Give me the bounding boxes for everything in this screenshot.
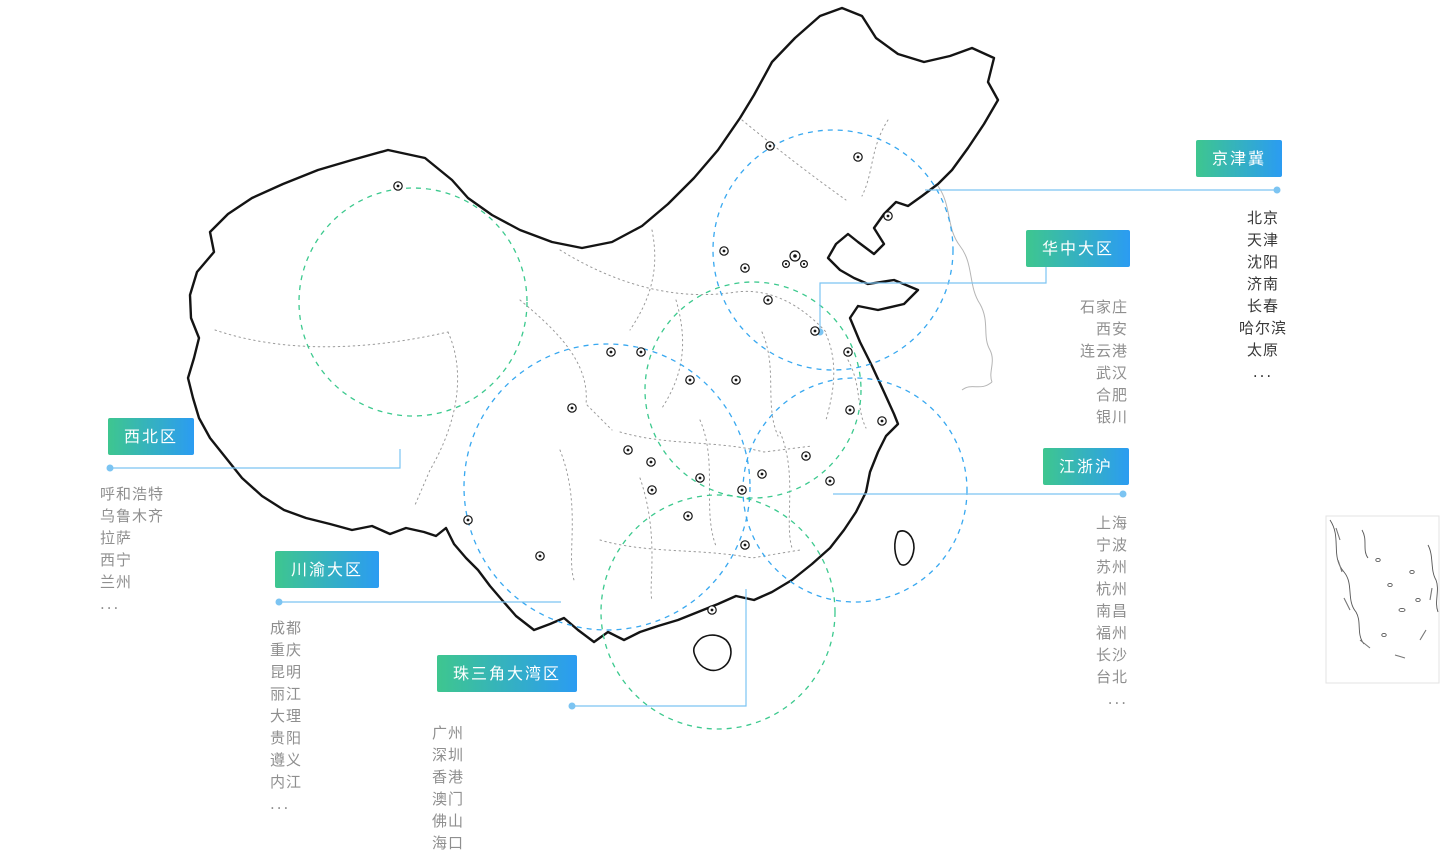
city-item: 武汉 bbox=[1095, 364, 1128, 382]
city-item: 北京 bbox=[1246, 209, 1279, 227]
city-item: 重庆 bbox=[270, 641, 303, 659]
city-item: 乌鲁木齐 bbox=[100, 507, 165, 525]
city-item: 成都 bbox=[270, 619, 303, 637]
region-badge-zhusanjiao[interactable]: 珠三角大湾区 bbox=[437, 655, 578, 692]
city-item: 澳门 bbox=[432, 790, 465, 808]
city-item: 贵阳 bbox=[270, 729, 303, 747]
region-badge-huazhong[interactable]: 华中大区 bbox=[1026, 230, 1131, 267]
city-item: 丽江 bbox=[270, 685, 303, 703]
city-item: 佛山 bbox=[432, 812, 465, 830]
region-badge-chuanyu[interactable]: 川渝大区 bbox=[275, 551, 380, 588]
city-list-xibei: 呼和浩特乌鲁木齐拉萨西宁兰州... bbox=[100, 483, 240, 615]
city-item: 宁波 bbox=[1095, 536, 1128, 554]
south-china-sea-inset bbox=[1325, 515, 1440, 684]
city-item: 昆明 bbox=[270, 663, 303, 681]
hainan-island bbox=[692, 634, 732, 672]
city-item: 银川 bbox=[1095, 408, 1128, 426]
city-item: 合肥 bbox=[1095, 386, 1128, 404]
city-list-jingjinji: 北京天津沈阳济南长春哈尔滨太原... bbox=[1197, 207, 1329, 383]
city-list-jiangzhehu: 上海宁波苏州杭州南昌福州长沙台北... bbox=[1000, 512, 1128, 710]
city-item: 石家庄 bbox=[1079, 298, 1128, 316]
city-item: ... bbox=[270, 795, 291, 813]
city-list-zhusanjiao: 广州深圳香港澳门佛山海口... bbox=[432, 722, 572, 868]
city-item: 遵义 bbox=[270, 751, 303, 769]
city-markers bbox=[393, 141, 893, 615]
city-item: 沈阳 bbox=[1246, 253, 1279, 271]
city-item: 济南 bbox=[1246, 275, 1279, 293]
city-item: 太原 bbox=[1246, 341, 1279, 359]
city-item: 连云港 bbox=[1079, 342, 1128, 360]
city-item: 呼和浩特 bbox=[100, 485, 165, 503]
city-list-huazhong: 石家庄西安连云港武汉合肥银川 bbox=[1000, 296, 1128, 428]
city-item: 拉萨 bbox=[100, 529, 133, 547]
city-item: 香港 bbox=[432, 768, 465, 786]
city-item: 长春 bbox=[1246, 297, 1279, 315]
city-item: 福州 bbox=[1095, 624, 1128, 642]
city-item: 内江 bbox=[270, 773, 303, 791]
city-item: ... bbox=[1252, 363, 1274, 381]
city-item: ... bbox=[1107, 690, 1128, 708]
city-item: 杭州 bbox=[1095, 580, 1128, 598]
city-item: 大理 bbox=[270, 707, 303, 725]
region-badge-xibei[interactable]: 西北区 bbox=[108, 418, 195, 455]
connector-lines bbox=[106, 186, 1281, 710]
region-badge-jiangzhehu[interactable]: 江浙沪 bbox=[1043, 448, 1130, 485]
circle-jingjinji bbox=[712, 129, 954, 371]
city-item: 哈尔滨 bbox=[1238, 319, 1287, 337]
city-item: 天津 bbox=[1246, 231, 1279, 249]
city-item: 苏州 bbox=[1095, 558, 1128, 576]
city-item: 南昌 bbox=[1095, 602, 1128, 620]
city-item: 台北 bbox=[1095, 668, 1128, 686]
circle-zhusanjiao bbox=[600, 494, 836, 730]
circle-chuanyu bbox=[463, 343, 751, 631]
region-circles bbox=[298, 129, 968, 730]
province-borders bbox=[214, 119, 889, 601]
city-item: ... bbox=[100, 595, 121, 613]
city-item: 西宁 bbox=[100, 551, 133, 569]
region-badge-jingjinji[interactable]: 京津冀 bbox=[1196, 140, 1283, 177]
city-item: 广州 bbox=[432, 724, 465, 742]
taiwan-island bbox=[894, 530, 915, 566]
city-item: 海口 bbox=[432, 834, 465, 852]
circle-huazhong bbox=[644, 281, 862, 499]
city-item: 兰州 bbox=[100, 573, 133, 591]
city-list-chuanyu: 成都重庆昆明丽江大理贵阳遵义内江... bbox=[270, 617, 390, 815]
city-item: ... bbox=[432, 856, 453, 868]
circle-jiangzhehu bbox=[742, 377, 968, 603]
city-item: 西安 bbox=[1095, 320, 1128, 338]
city-item: 上海 bbox=[1095, 514, 1128, 532]
city-item: 长沙 bbox=[1095, 646, 1128, 664]
china-outline bbox=[186, 6, 1000, 672]
korea-outline bbox=[937, 185, 993, 391]
circle-xibei bbox=[298, 187, 528, 417]
city-item: 深圳 bbox=[432, 746, 465, 764]
